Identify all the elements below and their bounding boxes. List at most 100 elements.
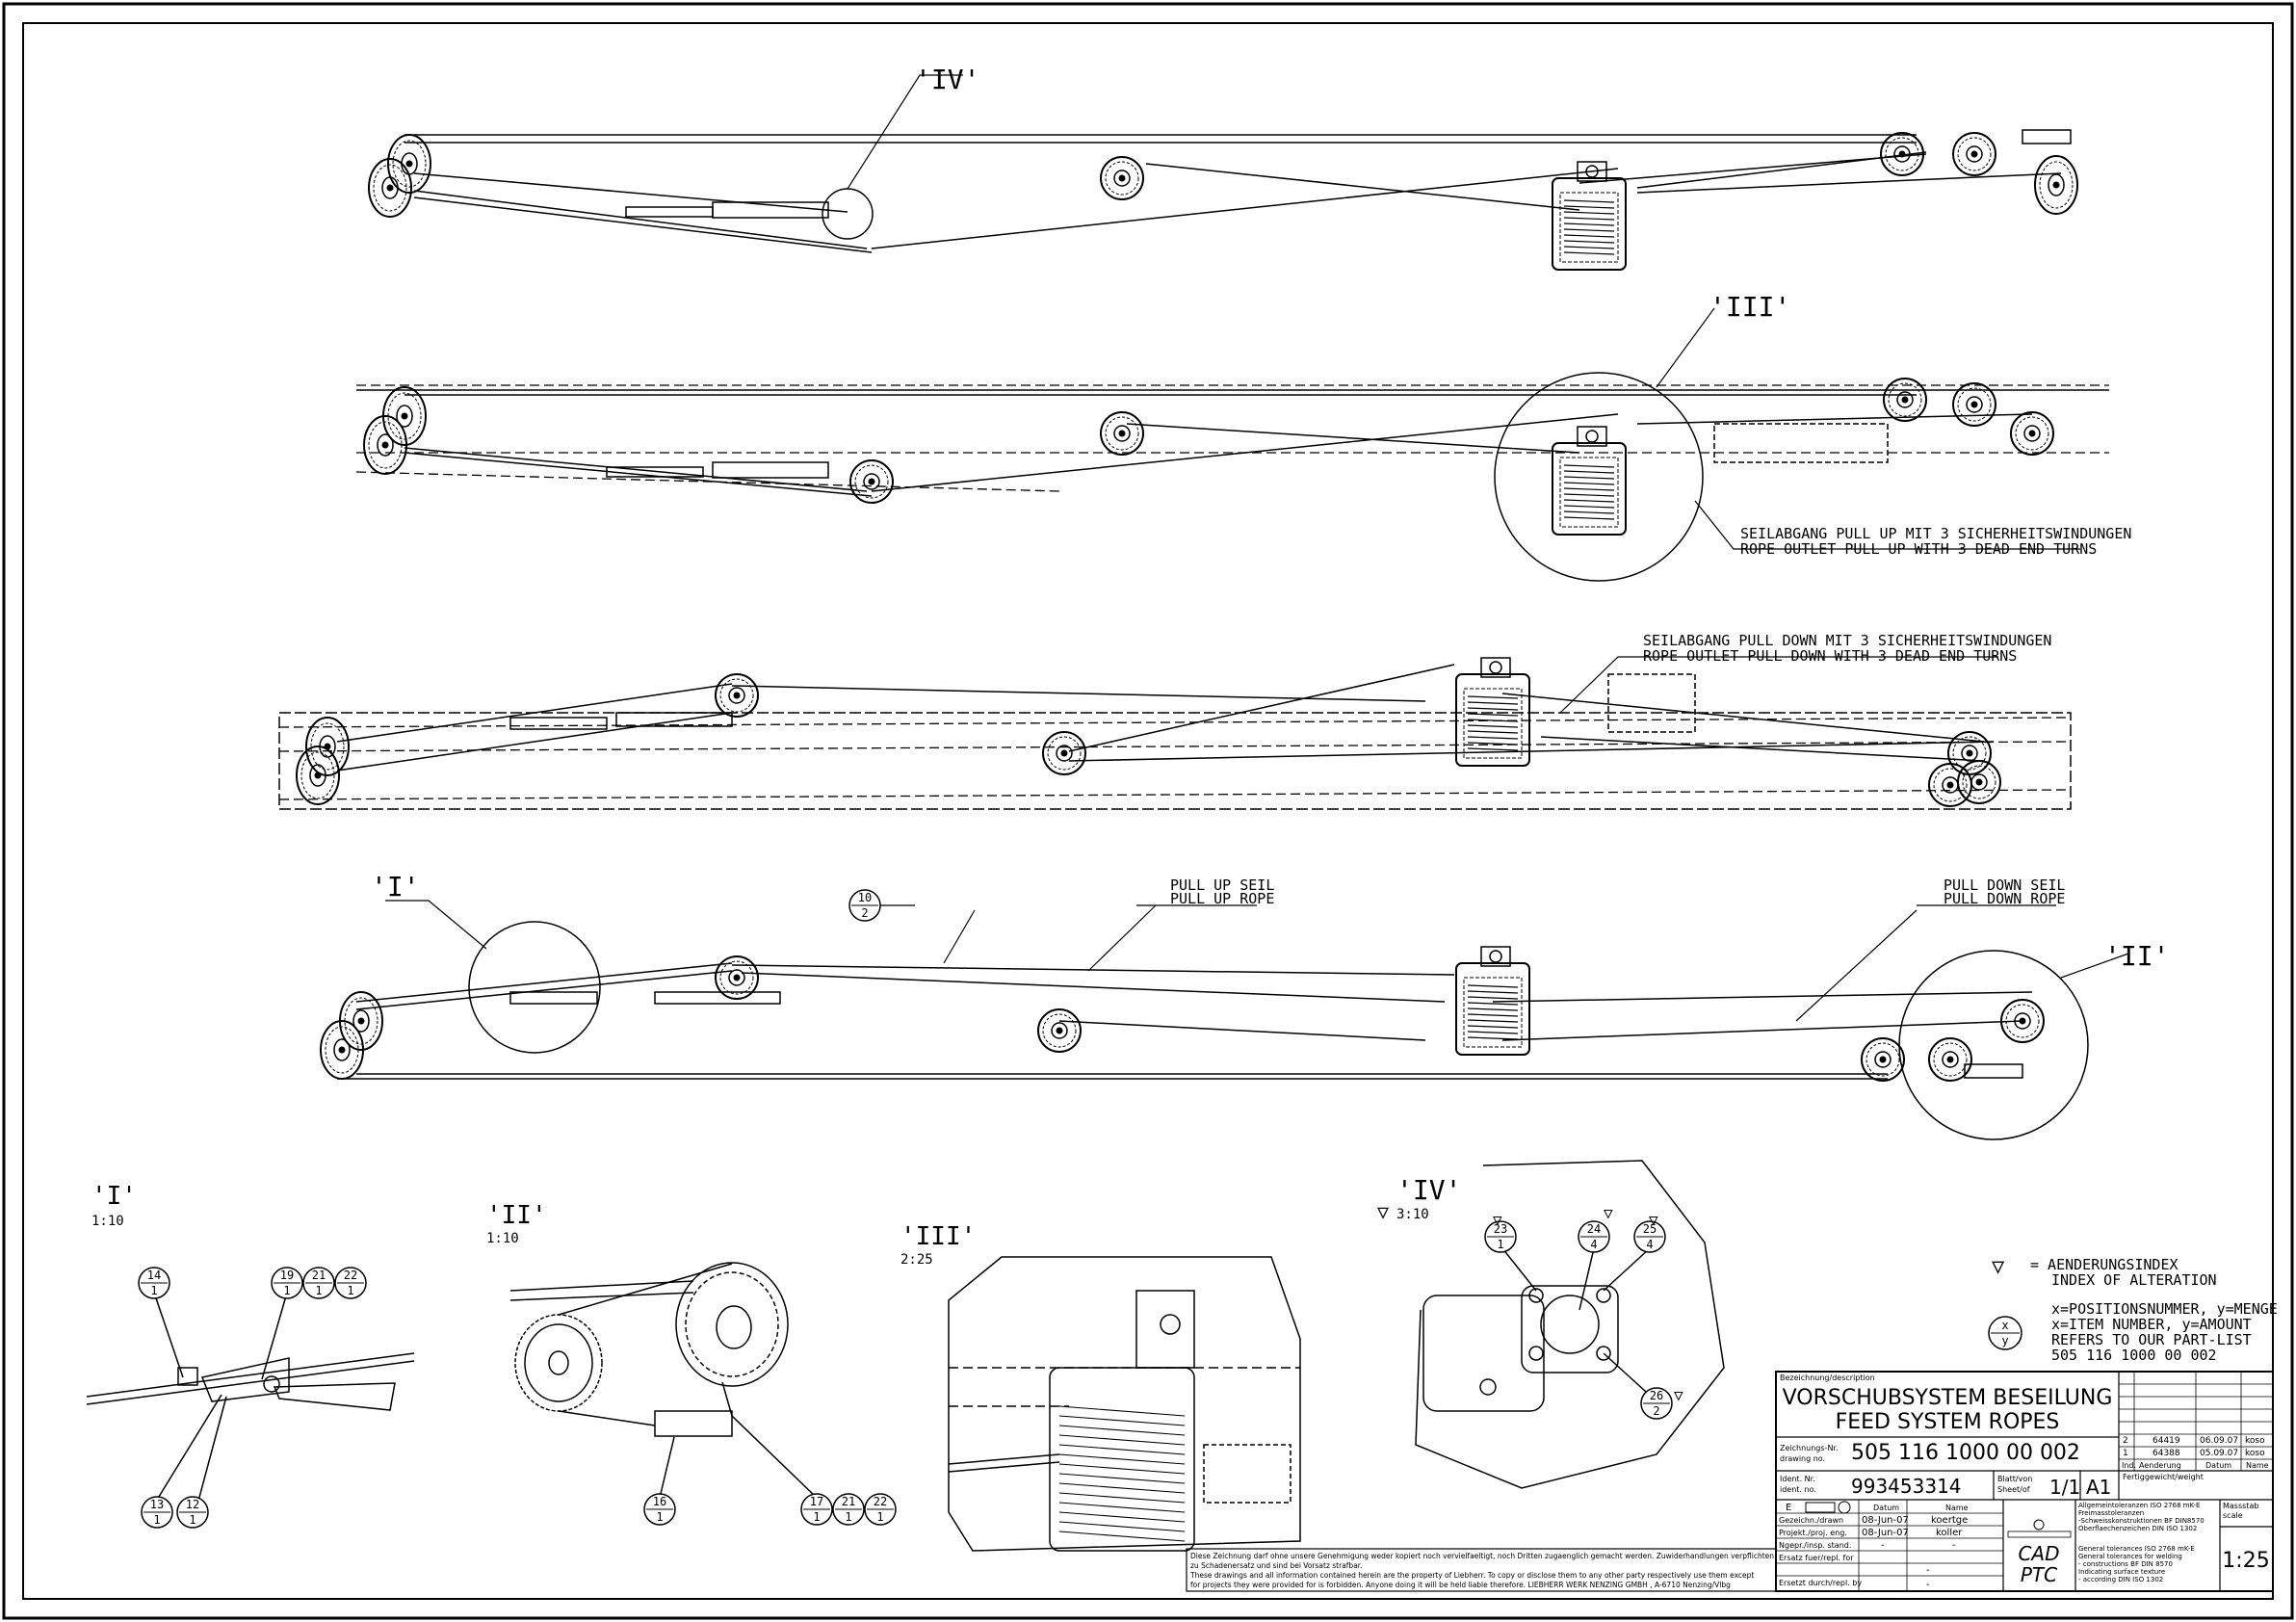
detail-ii-scale: 1:10 (486, 1231, 519, 1246)
svg-text:1: 1 (845, 1510, 851, 1524)
svg-text:26: 26 (1650, 1389, 1663, 1402)
balloon-item-23: 23 1 (1484, 1220, 1517, 1253)
tb-drawing-label-en: drawing no. (1780, 1454, 1825, 1463)
tb-row-insp-name: - (1952, 1540, 1956, 1551)
tb-tol-4: Oberflaechenzeichen DIN ISO 1302 (2078, 1525, 2197, 1532)
tb-drawing-label-de: Zeichnungs-Nr. (1780, 1444, 1839, 1452)
svg-text:13: 13 (150, 1498, 164, 1511)
svg-text:4: 4 (1646, 1238, 1653, 1251)
balloon-item-19: 19 1 (271, 1267, 303, 1299)
balloon-item-13: 13 1 (141, 1496, 173, 1529)
view-second-rope-system (355, 307, 2109, 582)
tb-tol-2: Freimasstoleranzen (2078, 1509, 2144, 1517)
tb-tol-3: -Schweisskonstruktionen BF DIN8570 (2078, 1517, 2205, 1525)
tb-rev-2-ind: 2 (2123, 1436, 2128, 1446)
tb-cad: CAD (2018, 1542, 2059, 1565)
tb-row-repl-by-label: Ersetzt durch/repl. by (1779, 1579, 1862, 1587)
tb-rev-1-change: 64388 (2152, 1449, 2180, 1458)
detail-iii-scale: 2:25 (900, 1252, 933, 1268)
svg-text:14: 14 (147, 1269, 161, 1282)
tb-copyright-1: Diese Zeichnung darf ohne unsere Genehmi… (1190, 1552, 1774, 1560)
title-block (1186, 1371, 2274, 1592)
alteration-marker-24: ▽ (1604, 1204, 1613, 1222)
tb-tol-1: Allgemeintoleranzen ISO 2768 mK-E (2078, 1502, 2200, 1509)
svg-text:1: 1 (153, 1513, 160, 1527)
legend-alteration-en: INDEX OF ALTERATION (2051, 1271, 2217, 1289)
svg-text:21: 21 (312, 1269, 326, 1282)
alteration-marker: ▽ (1377, 1200, 1389, 1223)
tb-row-repl-for-value: - (1926, 1565, 1930, 1576)
tb-row-drawn-date: 08-Jun-07 (1862, 1515, 1909, 1526)
tb-rev-header-date: Datum (2205, 1461, 2231, 1470)
tb-tol-6: General tolerances for welding (2078, 1553, 2182, 1560)
tb-row-drawn-name: koertge (1931, 1515, 1968, 1526)
tb-row-repl-by-value: - (1926, 1580, 1930, 1590)
tb-sheet-label-en: Sheet/of (1997, 1485, 2030, 1494)
pull-up-de-label: PULL UP SEIL (1170, 876, 1274, 894)
view-iv-callout: 'IV' (915, 64, 979, 95)
tb-row-proj-label: Projekt./proj. eng. (1779, 1529, 1847, 1537)
svg-text:x: x (2001, 1319, 2008, 1332)
svg-text:1: 1 (150, 1284, 157, 1297)
detail-ii-drawing (509, 1262, 818, 1499)
svg-text:23: 23 (1494, 1222, 1507, 1236)
detail-i-scale: 1:10 (91, 1214, 124, 1229)
tb-sheet: 1/1 (2049, 1476, 2080, 1499)
tb-rev-2-change: 64419 (2152, 1436, 2180, 1446)
legend-line-1: x=POSITIONSNUMMER, y=MENGE (2051, 1300, 2278, 1318)
tb-copyright-2: zu Schadenersatz und sind bei Vorsatz st… (1190, 1561, 1363, 1570)
tb-rev-1-ind: 1 (2123, 1449, 2128, 1458)
svg-text:12: 12 (186, 1498, 199, 1511)
pull-down-outlet-en: ROPE OUTLET PULL DOWN WITH 3 DEAD END TU… (1643, 647, 2017, 665)
tb-ptc: PTC (2021, 1563, 2057, 1586)
tb-row-insp-date: - (1881, 1540, 1885, 1551)
legend-line-3: REFERS TO OUR PART-LIST (2051, 1331, 2252, 1348)
tb-ident-label-de: Ident. Nr. (1780, 1475, 1815, 1483)
tb-row-proj-name: koller (1936, 1528, 1963, 1538)
tb-title-en: FEED SYSTEM ROPES (1836, 1410, 2060, 1434)
balloon-item-10: 10 2 (848, 889, 881, 922)
pull-up-outlet-de: SEILABGANG PULL UP MIT 3 SICHERHEITSWIND… (1740, 525, 2131, 542)
svg-text:1: 1 (876, 1510, 883, 1524)
tb-rev-1-date: 05.09.07 (2200, 1449, 2238, 1458)
detail-ii-title: 'II' (486, 1201, 547, 1230)
detail-iii-drawing (948, 1256, 1301, 1552)
tb-rev-header-change: Aenderung (2139, 1461, 2181, 1470)
tb-drawing-number: 505 116 1000 00 002 (1851, 1441, 2080, 1465)
tb-scale-label-en: scale (2223, 1511, 2243, 1520)
svg-text:1: 1 (1497, 1238, 1503, 1251)
alteration-marker-26: ▽ (1674, 1386, 1683, 1404)
svg-text:19: 19 (280, 1269, 294, 1282)
pull-up-en-label: PULL UP ROPE (1170, 890, 1274, 907)
balloon-item-21: 21 1 (302, 1267, 335, 1299)
balloon-item-14: 14 1 (138, 1267, 170, 1299)
svg-text:24: 24 (1587, 1222, 1601, 1236)
svg-text:1: 1 (813, 1510, 820, 1524)
balloon-item-12: 12 1 (176, 1496, 209, 1529)
svg-text:1: 1 (347, 1284, 353, 1297)
legend-balloon: x y (1988, 1316, 2022, 1350)
tb-tol-7: - constructions BF DIN 8570 (2078, 1560, 2173, 1568)
pull-up-outlet-en: ROPE OUTLET PULL UP WITH 3 DEAD END TURN… (1740, 540, 2097, 558)
tb-rev-1-name: koso (2245, 1449, 2265, 1458)
detail-iii-title: 'III' (900, 1222, 976, 1251)
alteration-index-symbol: ▽ (1992, 1255, 2005, 1279)
tb-sheet-label-de: Blatt/von (1997, 1475, 2032, 1483)
balloon-item-24: 24 4 (1578, 1220, 1610, 1253)
tb-row-insp-label: Ngepr./insp. stand. (1779, 1541, 1851, 1550)
tb-format: A1 (2086, 1476, 2111, 1499)
balloon-item-22: 22 1 (334, 1267, 367, 1299)
legend-line-2: x=ITEM NUMBER, y=AMOUNT (2051, 1316, 2252, 1333)
balloon-item-17: 17 1 (800, 1493, 833, 1526)
tb-row-proj-date: 08-Jun-07 (1862, 1528, 1909, 1538)
tb-copyright-3: These drawings and all information conta… (1189, 1571, 1754, 1580)
svg-text:16: 16 (653, 1495, 666, 1508)
tb-title-de: VORSCHUBSYSTEM BESEILUNG (1783, 1386, 2113, 1410)
balloon-item-21-detail-ii: 21 1 (832, 1493, 865, 1526)
pull-down-de-label: PULL DOWN SEIL (1944, 876, 2065, 894)
balloon-item-26: 26 2 (1640, 1387, 1673, 1420)
svg-text:2: 2 (861, 906, 868, 920)
alteration-marker-23: ▽ (1493, 1211, 1502, 1229)
svg-text:25: 25 (1643, 1222, 1657, 1236)
